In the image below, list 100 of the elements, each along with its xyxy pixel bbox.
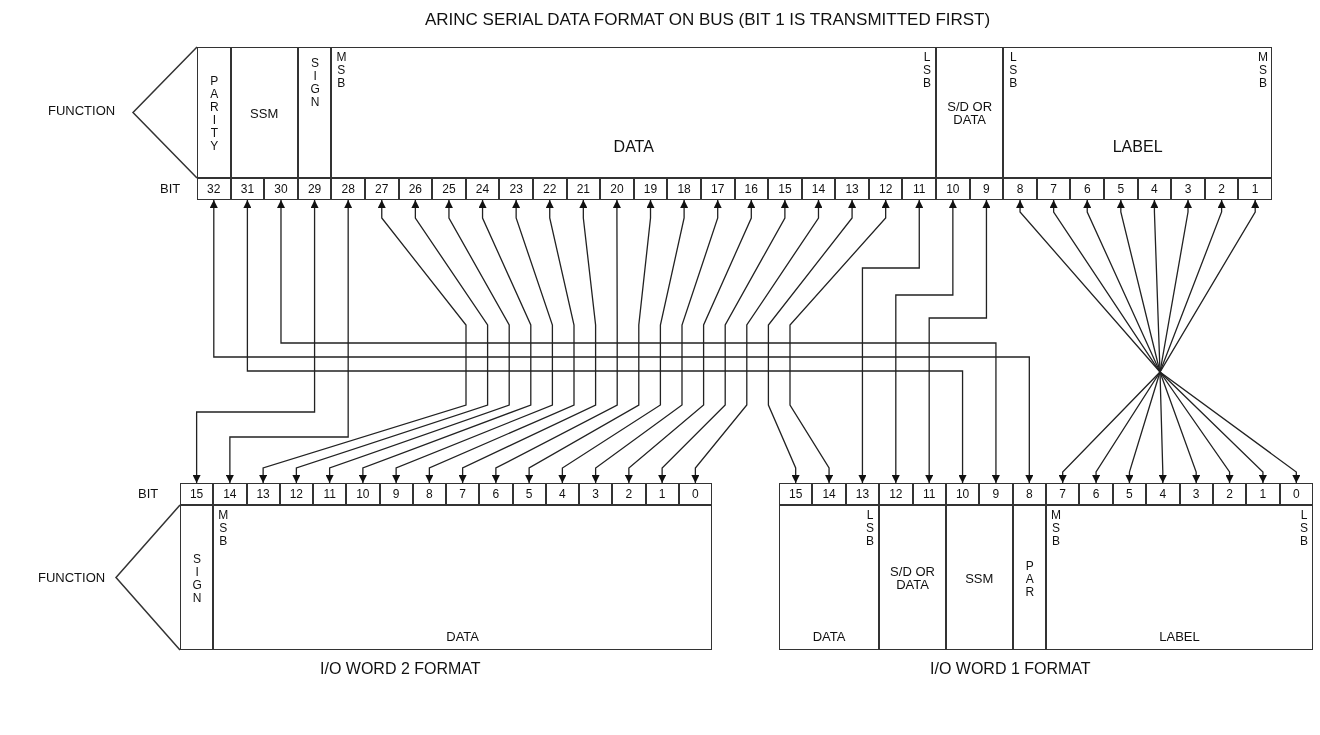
bit-cell: 15 (779, 483, 813, 505)
connector-arrow (591, 199, 722, 484)
bit-cell: 2 (612, 483, 646, 505)
bit-cell: 10 (936, 178, 970, 200)
field-label: PAR (1022, 558, 1036, 597)
bit-cell: 13 (845, 483, 880, 505)
bit-cell: 7 (1036, 178, 1071, 200)
bit-cell: 0 (678, 483, 712, 505)
bit-cell: 21 (566, 178, 601, 200)
bit-cell: 11 (313, 483, 347, 505)
bit-cell: 14 (801, 178, 836, 200)
field-label: MSB (334, 50, 348, 89)
row-label: BIT (160, 181, 181, 196)
bit-cell: 30 (264, 178, 298, 200)
bit-cell: 7 (1046, 483, 1080, 505)
connector-arrow (1116, 199, 1201, 484)
field-box (879, 505, 946, 650)
bit-cell: 18 (667, 178, 701, 200)
field-box (945, 505, 1013, 650)
field-box (1012, 505, 1046, 650)
field-label: PARITY (207, 73, 221, 152)
field-label: MSB (216, 508, 230, 547)
field-box (331, 47, 937, 178)
bit-cell: 11 (912, 483, 946, 505)
connector-arrow (491, 199, 621, 484)
connector-arrow (789, 199, 890, 484)
field-label: LSB (920, 50, 934, 89)
bit-cell: 7 (446, 483, 480, 505)
bit-cell: 9 (969, 178, 1004, 200)
bit-cell: 15 (768, 178, 802, 200)
bit-cell: 10 (945, 483, 980, 505)
bit-cell: 6 (1070, 178, 1105, 200)
bit-cell: 1 (1238, 178, 1272, 200)
bit-cell: 3 (579, 483, 613, 505)
bit-cell: 12 (279, 483, 313, 505)
bit-cell: 29 (297, 178, 332, 200)
connector-arrow (225, 199, 353, 484)
field-box (213, 505, 712, 650)
field-label: LSB (1006, 50, 1020, 89)
field-label: MSB (1049, 508, 1062, 547)
connector-arrow (292, 199, 489, 484)
field-label: SIGN (308, 56, 322, 108)
function-label: FUNCTION (38, 570, 106, 585)
bit-cell: 32 (197, 178, 231, 200)
bit-cell: 3 (1171, 178, 1205, 200)
connector-arrow (558, 199, 689, 484)
bit-cell: 6 (1079, 483, 1113, 505)
connector-arrow (925, 199, 991, 484)
bit-cell: 20 (600, 178, 634, 200)
connector-arrow (658, 199, 789, 484)
field-label: LABEL (1159, 630, 1200, 643)
connector-arrow (624, 199, 756, 484)
connector-arrow (259, 199, 467, 484)
bit-cell: 8 (412, 483, 446, 505)
connector-arrow (392, 199, 554, 484)
connector-arrow (425, 199, 575, 484)
bit-cell: 28 (331, 178, 365, 200)
connector-arrow (458, 199, 597, 484)
function-label: FUNCTION (48, 103, 116, 118)
bit-cell: 8 (1003, 178, 1037, 200)
field-label: MSB (1256, 50, 1269, 89)
connector-arrow (767, 199, 857, 484)
field-label: SSM (964, 571, 995, 584)
bit-cell: 17 (700, 178, 735, 200)
bit-cell: 12 (868, 178, 903, 200)
bit-cell: 4 (545, 483, 579, 505)
field-box (197, 47, 231, 178)
connector-arrow (1150, 199, 1167, 484)
field-box (936, 47, 1004, 178)
bit-cell: 3 (1179, 483, 1213, 505)
bit-cell: 5 (1104, 178, 1138, 200)
diagram-title: ARINC SERIAL DATA FORMAT ON BUS (BIT 1 IS TRANSMITTED FIRST) (425, 10, 991, 30)
bit-cell: 14 (213, 483, 247, 505)
bit-cell: 5 (512, 483, 546, 505)
field-label: S/D OR DATA (889, 564, 936, 591)
bit-cell: 16 (734, 178, 769, 200)
bit-cell: 22 (532, 178, 567, 200)
bit-cell: 13 (835, 178, 869, 200)
bit-cell: 8 (1012, 483, 1046, 505)
bit-cell: 9 (979, 483, 1013, 505)
bit-cell: 10 (346, 483, 380, 505)
bit-cell: 14 (812, 483, 846, 505)
bit-cell: 23 (499, 178, 533, 200)
bit-cell: 6 (479, 483, 513, 505)
connector-arrow (358, 199, 532, 484)
bit-cell: 5 (1112, 483, 1147, 505)
connector-arrow (858, 199, 924, 484)
connector-arrow (691, 199, 823, 484)
bit-cell: 27 (364, 178, 399, 200)
connector-arrow (891, 199, 957, 484)
field-box (1003, 47, 1272, 178)
field-label: LSB (863, 508, 877, 547)
bit-cell: 25 (432, 178, 466, 200)
connector-arrow (525, 199, 655, 484)
bit-cell: 9 (379, 483, 413, 505)
connector-arrow (1016, 199, 1301, 484)
bit-cell: 4 (1146, 483, 1180, 505)
field-label: SIGN (190, 551, 204, 604)
connector-arrow (325, 199, 510, 484)
field-label: LSB (1297, 508, 1310, 547)
